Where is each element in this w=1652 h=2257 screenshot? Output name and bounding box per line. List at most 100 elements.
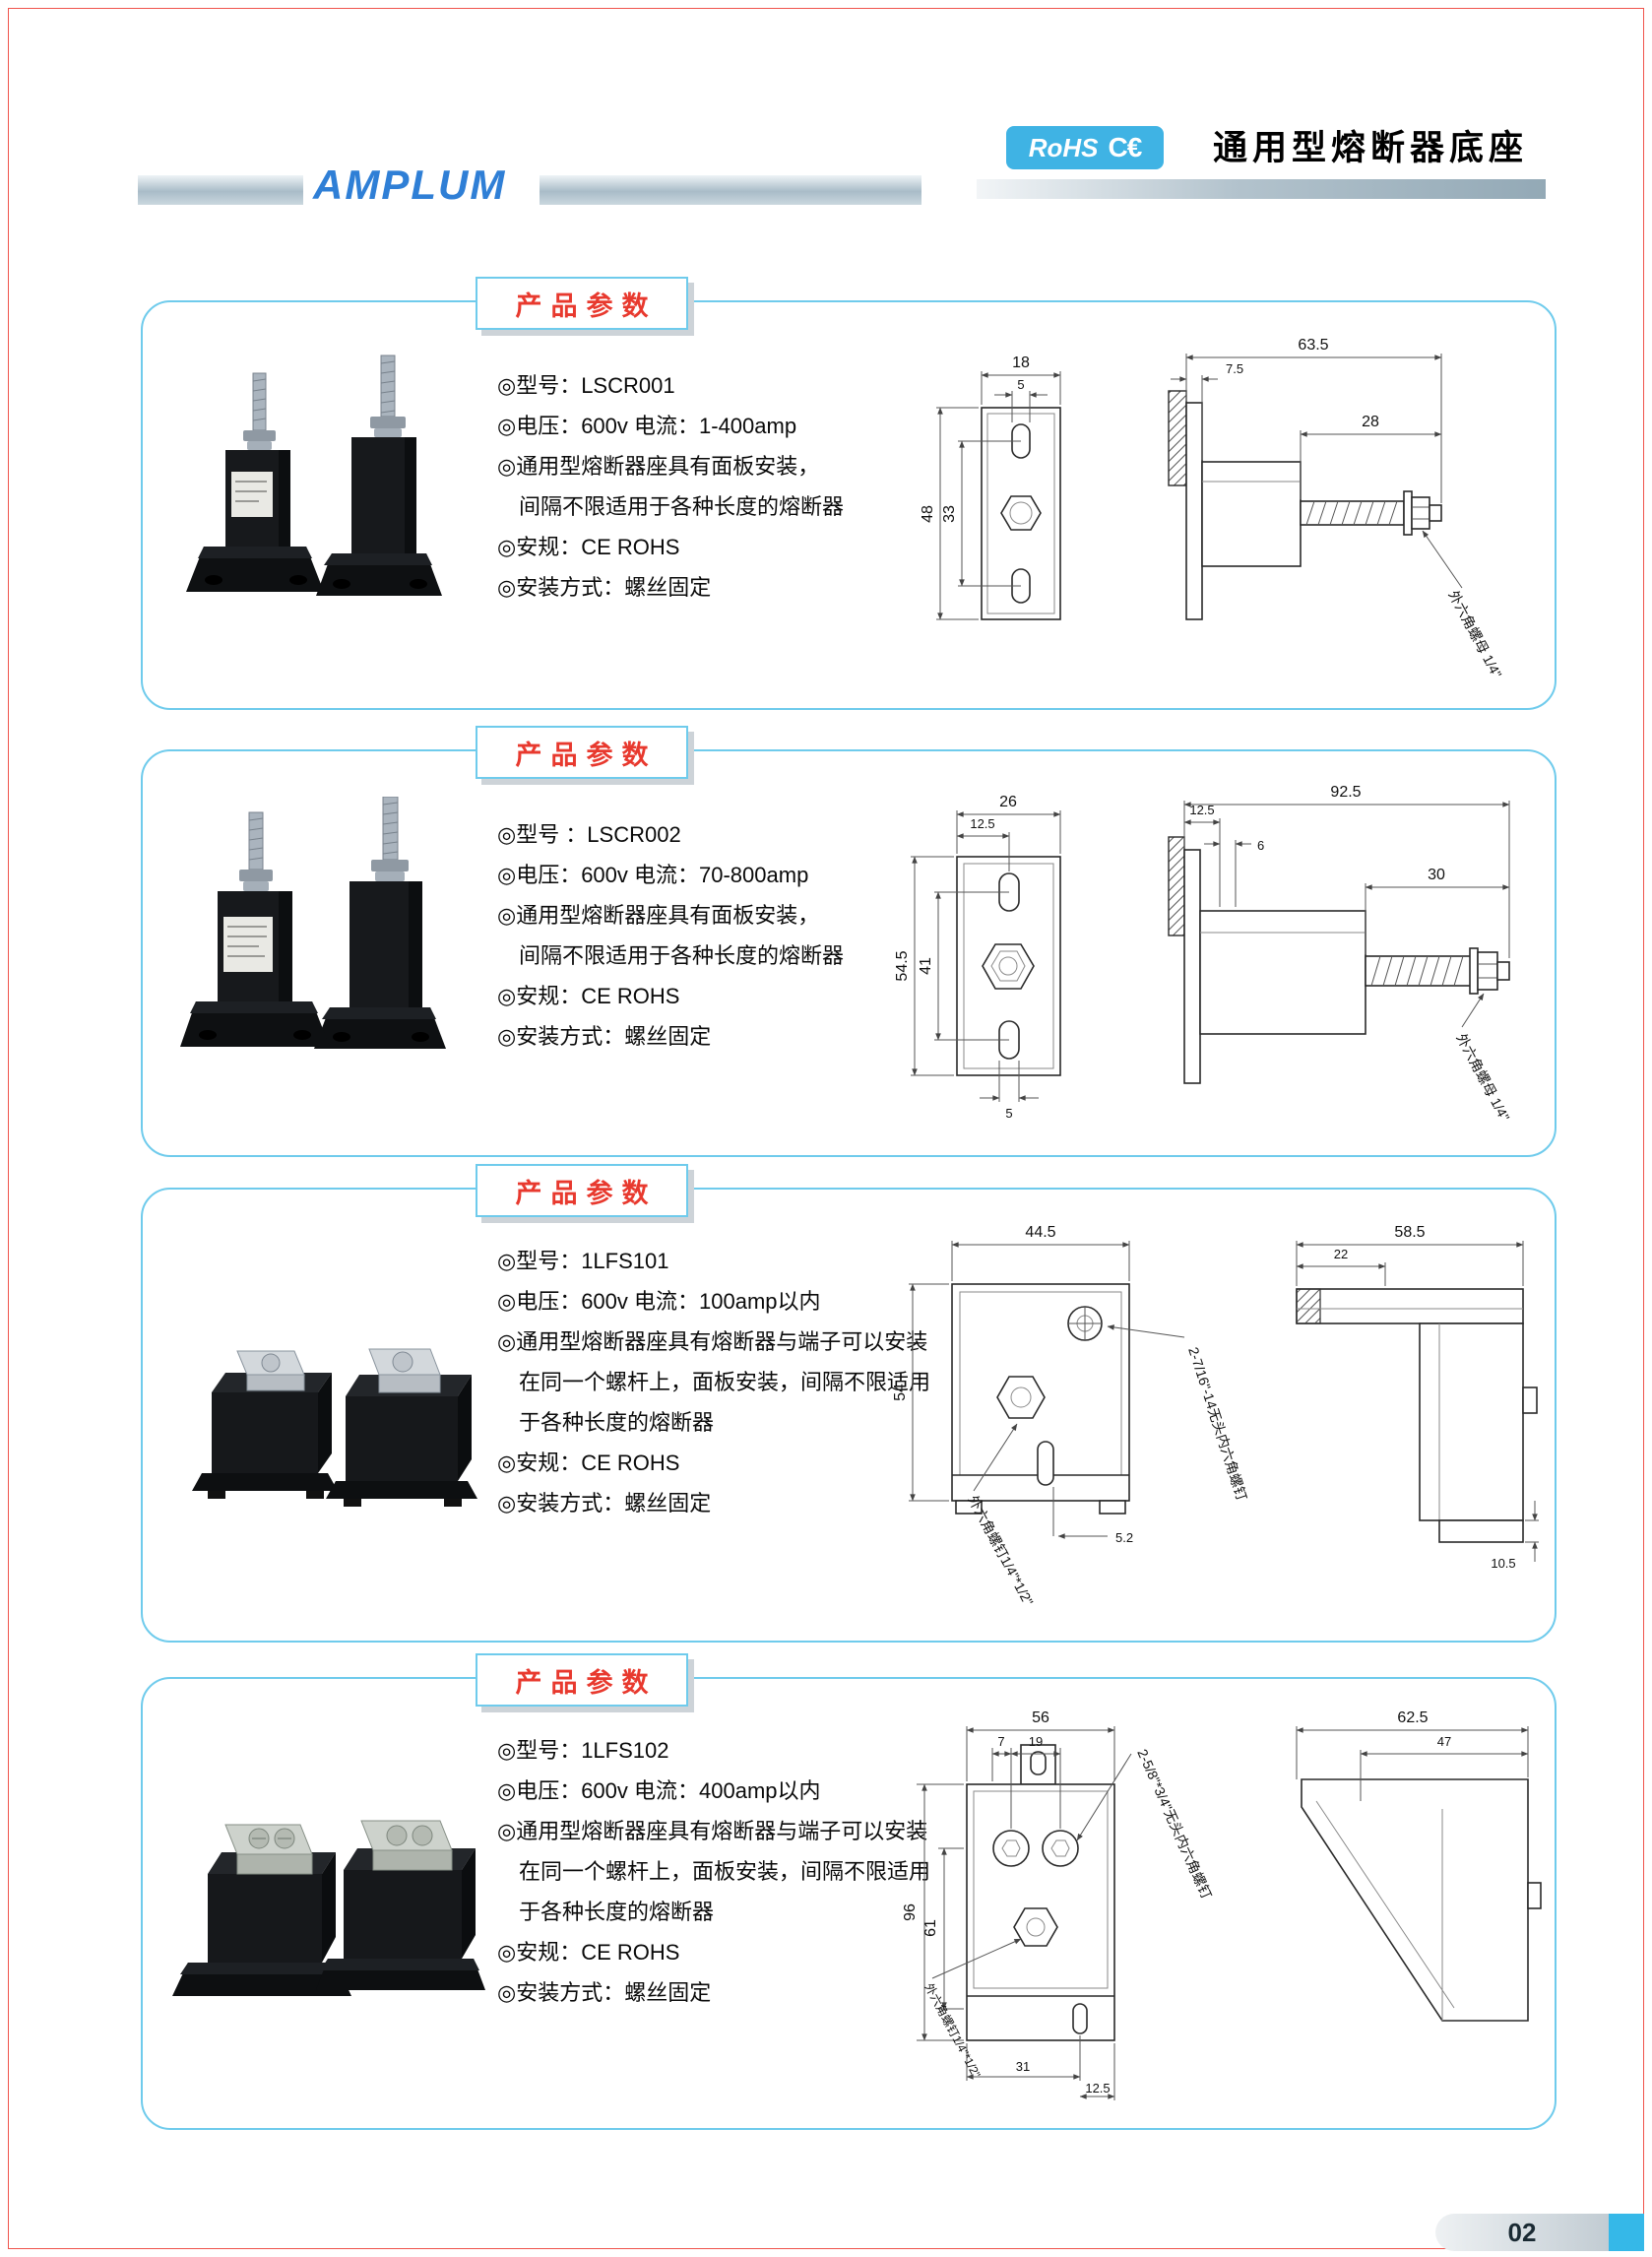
spec-line: ◎安规：CE ROHS: [497, 1451, 680, 1475]
unit-right: [326, 1348, 477, 1507]
spec-line: ◎电压：600v 电流：100amp以内: [497, 1289, 821, 1314]
spec-list: ◎型号：LSCR001 ◎电压：600v 电流：1-400amp ◎通用型熔断器…: [497, 365, 999, 608]
dim-label: 44.5: [1025, 1224, 1055, 1241]
spec-line: ◎通用型熔断器座具有熔断器与端子可以安装: [497, 1329, 928, 1354]
spec-line: ◎通用型熔断器座具有面板安装，: [497, 903, 820, 928]
technical-drawing-1lfs101: 44.5 54 5.2 外六角螺钉1/4"*1/2" 2-7/16"-14无头内…: [892, 1224, 1539, 1608]
product-photo: [168, 1760, 493, 2040]
thread-lines: [1370, 955, 1464, 987]
dim-label: 12.5: [1085, 2081, 1110, 2096]
dim-bottom-1: 31: [966, 2035, 1081, 2081]
section-tab: 产品参数: [476, 726, 688, 779]
product-photo: [168, 796, 493, 1107]
dim-stud-length: 28: [1300, 414, 1442, 499]
dim-side-top: 47: [1360, 1734, 1529, 1801]
dim-front-height: 96: [902, 1783, 964, 2041]
spec-line: ◎安规：CE ROHS: [497, 1940, 680, 1965]
dim-label: 54.5: [894, 950, 911, 981]
dim-plate-offset: 7.5: [1171, 361, 1243, 460]
section-tab: 产品参数: [476, 1653, 688, 1707]
dim-front-width: 44.5: [951, 1224, 1130, 1281]
dim-label: 26: [999, 794, 1017, 810]
note-label: 2-7/16"-14无头内六角螺钉: [1185, 1345, 1250, 1503]
front-view: 56 7 19 96 61 31: [902, 1709, 1215, 2100]
dim-front-width: 56: [966, 1709, 1115, 1781]
page-title: 通用型熔断器底座: [1213, 129, 1529, 167]
section-tab: 产品参数: [476, 277, 688, 330]
dim-label: 10.5: [1491, 1556, 1515, 1571]
dim-label: 96: [902, 1903, 919, 1921]
dim-label: 31: [1016, 2059, 1030, 2074]
dim-plate-offset: 12.5: [1183, 803, 1221, 907]
dim-label: 6: [1257, 838, 1264, 853]
spec-line: ◎型号：1LFS102: [497, 1738, 669, 1763]
product-photo: [168, 348, 493, 658]
dim-bottom-2: 12.5: [1079, 2043, 1115, 2100]
dim-label: 54: [892, 1384, 909, 1401]
thread-lines: [1305, 500, 1398, 526]
dim-label: 5: [1005, 1106, 1012, 1121]
brand-bar-right: [540, 175, 921, 205]
section-tab-label: 产品参数: [515, 1667, 658, 1698]
product-section-1lfs101: 产品参数: [141, 1164, 1557, 1643]
spec-line: ◎安规：CE ROHS: [497, 984, 680, 1008]
dim-screw-offsets: 7 19: [991, 1734, 1061, 1829]
spec-line: 在同一个螺杆上，面板安装，间隔不限适用: [497, 1370, 931, 1394]
side-view: 58.5 22 10.5: [1296, 1224, 1539, 1571]
side-view: 63.5 7.5 28 外六角螺母 1/4": [1168, 337, 1505, 680]
front-view: 26 12.5 54.5 41 5: [894, 794, 1061, 1121]
dim-slot-width: 5: [980, 1061, 1039, 1121]
dim-label: 41: [918, 957, 934, 975]
dim-hole-spacing: 41: [918, 891, 1009, 1041]
dim-side-total: 63.5: [1185, 337, 1442, 503]
dim-label: 63.5: [1298, 337, 1328, 354]
spec-line: 间隔不限适用于各种长度的熔断器: [497, 494, 845, 519]
spec-line: ◎安装方式：螺丝固定: [497, 1024, 712, 1049]
note-label: 2-5/8"*3/4"无头内六角螺钉: [1134, 1747, 1215, 1902]
unit-right: [314, 796, 446, 1049]
spec-line: ◎电压：600v 电流：1-400amp: [497, 414, 797, 438]
dim-label: 22: [1334, 1247, 1348, 1261]
dim-front-height: 54: [892, 1283, 949, 1502]
note-label: 外六角螺母 1/4": [1445, 588, 1504, 680]
section-tab-label: 产品参数: [515, 1178, 658, 1208]
spec-line: ◎通用型熔断器座具有熔断器与端子可以安装: [497, 1819, 928, 1843]
spec-list: ◎型号：1LFS102 ◎电压：600v 电流：400amp以内 ◎通用型熔断器…: [497, 1730, 999, 2013]
dim-label: 33: [941, 505, 958, 523]
technical-drawing-lscr001: 18 5 48 33: [920, 337, 1505, 680]
product-section-lscr002: 产品参数: [141, 726, 1557, 1157]
section-tab-label: 产品参数: [515, 290, 658, 321]
dim-side-total: 62.5: [1296, 1709, 1529, 1779]
section-tab: 产品参数: [476, 1164, 688, 1217]
hex-nut-note: 外六角螺母 1/4": [1422, 530, 1505, 680]
fuse-holder-photo-lscr001: [186, 355, 442, 596]
page-number-band: 02: [1435, 2214, 1609, 2251]
spec-list: ◎型号 ：LSCR002 ◎电压：600v 电流：70-800amp ◎通用型熔…: [497, 814, 999, 1057]
dim-label: 92.5: [1330, 784, 1361, 801]
spec-line: 间隔不限适用于各种长度的熔断器: [497, 943, 845, 968]
spec-line: ◎电压：600v 电流：70-800amp: [497, 863, 809, 887]
fuse-holder-photo-1lfs102: [172, 1820, 485, 1996]
dim-label: 58.5: [1394, 1224, 1425, 1241]
dim-slot-width: 5: [994, 377, 1048, 422]
unit-right: [316, 355, 442, 596]
technical-drawing-lscr002: 26 12.5 54.5 41 5: [894, 784, 1513, 1124]
title-underline-bar: [977, 179, 1546, 199]
dim-label: 56: [1032, 1709, 1049, 1726]
spec-line: 于各种长度的熔断器: [497, 1900, 715, 1924]
unit-left: [180, 811, 330, 1047]
dim-side-top: 22: [1296, 1247, 1386, 1286]
dim-front-width: 18: [981, 355, 1061, 405]
spec-line: ◎安规：CE ROHS: [497, 535, 680, 559]
fuse-holder-photo-1lfs101: [192, 1348, 477, 1507]
spec-line: ◎安装方式：螺丝固定: [497, 1980, 712, 2005]
product-photo: [168, 1280, 493, 1541]
dim-hole-spacing: 33: [941, 440, 1021, 587]
spec-line: ◎安装方式：螺丝固定: [497, 1491, 712, 1515]
dim-label: 48: [920, 505, 936, 523]
dim-label: 61: [922, 1919, 939, 1937]
dim-label: 5: [1017, 377, 1024, 392]
spec-line: ◎安装方式：螺丝固定: [497, 575, 712, 600]
dim-front-sub: 12.5: [956, 816, 1010, 871]
brand-logo: AMPLUM: [313, 161, 507, 208]
